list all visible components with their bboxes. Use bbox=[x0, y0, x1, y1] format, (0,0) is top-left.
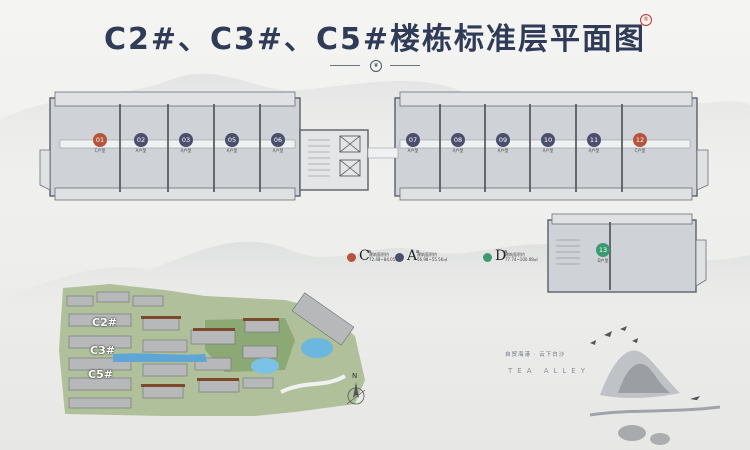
site-label-c2: C2# bbox=[92, 316, 117, 329]
north-label: N bbox=[352, 372, 358, 380]
north-arrow-icon bbox=[346, 382, 366, 405]
green-dot-icon bbox=[483, 253, 492, 262]
legend-area-text: 建筑面积约 72.48~84.05㎡ bbox=[369, 252, 400, 262]
unit-badge-06: 06 bbox=[271, 133, 285, 147]
ink-landscape-decoration bbox=[589, 326, 721, 445]
unit-badge-09: 09 bbox=[496, 133, 510, 147]
unit-type-label: A户型 bbox=[497, 148, 509, 153]
unit-type-label: A户型 bbox=[588, 148, 600, 153]
legend-letter: D bbox=[495, 248, 507, 264]
brand-name: TEA ALLEY bbox=[508, 367, 590, 375]
unit-type-label: A户型 bbox=[180, 148, 192, 153]
title-divider: ❦ bbox=[330, 60, 420, 72]
site-label-c5: C5# bbox=[88, 368, 113, 381]
page-title: C2#、C3#、C5#楼栋标准层平面图 bbox=[103, 22, 647, 57]
legend-superscript: a bbox=[416, 249, 420, 255]
lower-wing-slab bbox=[547, 219, 697, 293]
unit-type-label: A户型 bbox=[272, 148, 284, 153]
unit-badge-10: 10 bbox=[541, 133, 555, 147]
unit-badge-05: 05 bbox=[225, 133, 239, 147]
unit-type-label: A户型 bbox=[542, 148, 554, 153]
legend-area-text: 建筑面积约 77.74~100.08㎡ bbox=[505, 252, 538, 262]
navy-dot-icon bbox=[395, 253, 404, 262]
legend-area-text: 建筑面积约 56.98~55.56㎡ bbox=[417, 252, 448, 262]
site-label-c3: C3# bbox=[90, 344, 115, 357]
unit-badge-02: 02 bbox=[134, 133, 148, 147]
red-dot-icon bbox=[347, 253, 356, 262]
unit-badge-03: 03 bbox=[179, 133, 193, 147]
legend-letter: C bbox=[359, 248, 370, 264]
leaf-ornament-icon: ❦ bbox=[370, 60, 382, 72]
unit-type-label: A户型 bbox=[226, 148, 238, 153]
legend-superscript: a bbox=[368, 249, 372, 255]
unit-badge-07: 07 bbox=[406, 133, 420, 147]
unit-badge-11: 11 bbox=[587, 133, 601, 147]
unit-badge-08: 08 bbox=[451, 133, 465, 147]
registered-mark-icon: ® bbox=[640, 14, 652, 26]
unit-type-label: C户型 bbox=[634, 148, 646, 153]
legend-superscript: a bbox=[504, 249, 508, 255]
unit-type-label: D户型 bbox=[597, 258, 609, 263]
site-plan-aerial bbox=[59, 284, 365, 416]
unit-badge-01: 01 bbox=[93, 133, 107, 147]
unit-type-label: A户型 bbox=[452, 148, 464, 153]
unit-type-label: A户型 bbox=[407, 148, 419, 153]
legend-letter: A bbox=[407, 248, 418, 264]
brand-slogan: 自贸海港 · 云下白沙 bbox=[505, 352, 566, 358]
unit-badge-13: 13 bbox=[596, 243, 610, 257]
unit-type-label: C户型 bbox=[94, 148, 106, 153]
unit-badge-12: 12 bbox=[633, 133, 647, 147]
unit-type-label: A户型 bbox=[135, 148, 147, 153]
